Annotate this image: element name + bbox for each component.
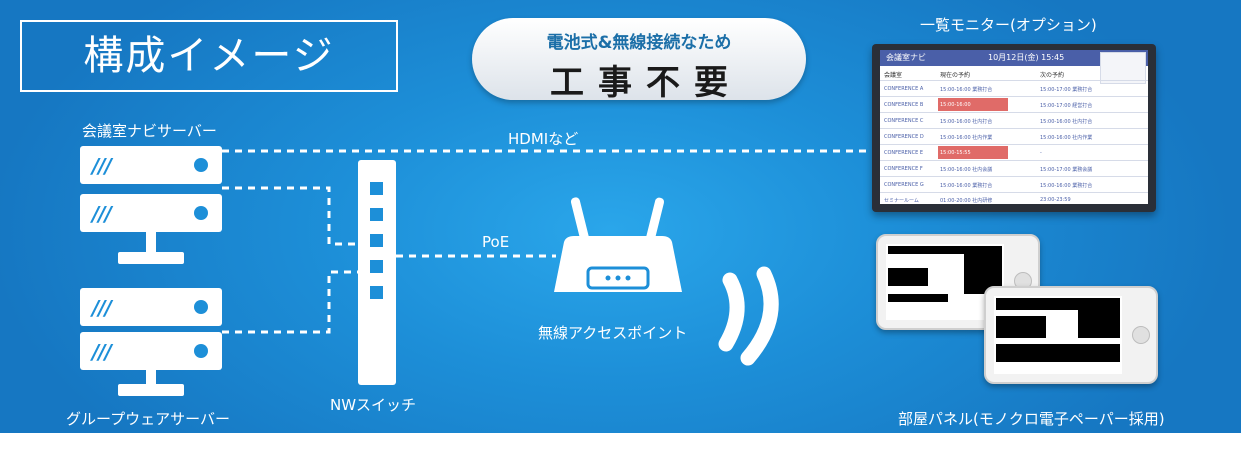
screen-row: CONFERENCE F 15:00-16:00 社内会議 15:00-17:0… [880, 160, 1148, 177]
server-vent-icon: /// [92, 340, 112, 364]
server-stand-post [146, 370, 156, 386]
groupware-server-unit-2: /// [80, 332, 222, 370]
screen-row: CONFERENCE A 15:00-16:00 業務打合 15:00-17:0… [880, 80, 1148, 97]
epaper-block [888, 268, 928, 286]
screen-row: セミナールーム 01:00-20:00 社内研修 23:00-23:59 [880, 192, 1148, 204]
column-header-current: 現在の予約 [940, 72, 971, 79]
row-current: 15:00-16:00 社内会議 [940, 167, 993, 173]
row-next: - [1040, 150, 1042, 156]
busy-cell [938, 146, 1008, 159]
row-next: 23:00-23:59 [1040, 197, 1071, 203]
nw-switch-label: NWスイッチ [330, 396, 417, 414]
server-led-icon [194, 300, 208, 314]
server-vent-icon: /// [92, 202, 112, 226]
column-header-next: 次の予約 [1040, 72, 1065, 79]
screen-date: 10月12日(金) 15:45 [988, 53, 1065, 62]
monitor-label: 一覧モニター(オプション) [920, 16, 1097, 34]
row-next: 15:00-16:00 社内打合 [1040, 119, 1093, 125]
room-panel-front [984, 286, 1158, 384]
switch-port-icon [370, 234, 383, 247]
row-next: 15:00-17:00 業務打合 [1040, 87, 1093, 93]
conference-server-unit-1: /// [80, 146, 222, 184]
row-room: CONFERENCE A [884, 86, 924, 92]
server-b-link [222, 270, 358, 334]
screen-row: CONFERENCE D 15:00-16:00 社内作業 15:00-16:0… [880, 128, 1148, 145]
server-vent-icon: /// [92, 296, 112, 320]
server-stand-base [118, 252, 184, 264]
epaper-block [996, 316, 1046, 338]
epaper-display [886, 244, 1004, 320]
row-current: 15:00-16:00 業務打合 [940, 183, 993, 189]
row-next: 15:00-17:00 業務会議 [1040, 167, 1093, 173]
server-led-icon [194, 158, 208, 172]
access-point-icon [554, 197, 682, 292]
row-room: CONFERENCE D [884, 134, 924, 140]
busy-cell [938, 98, 1008, 111]
screen-row: CONFERENCE G 15:00-16:00 業務打合 15:00-16:0… [880, 176, 1148, 193]
switch-port-icon [370, 260, 383, 273]
poe-label: PoE [482, 233, 510, 251]
screen-row: CONFERENCE B 15:00-16:00 15:00-17:00 経営打… [880, 96, 1148, 113]
row-room: CONFERENCE B [884, 102, 924, 108]
epaper-block [1078, 310, 1120, 338]
epaper-block [888, 246, 1002, 254]
page-title: 構成イメージ [20, 20, 398, 92]
screen-row: CONFERENCE C 15:00-16:00 社内打合 15:00-16:0… [880, 112, 1148, 129]
wireless-signal-icon [718, 266, 779, 366]
row-next: 15:00-17:00 経営打合 [1040, 103, 1093, 109]
server-vent-icon: /// [92, 154, 112, 178]
conference-server-unit-2: /// [80, 194, 222, 232]
room-panel-label: 部屋パネル(モノクロ電子ペーパー採用) [898, 410, 1165, 428]
no-construction-badge: 電池式&無線接続なため 工事不要 [472, 18, 806, 103]
switch-port-icon [370, 208, 383, 221]
screen-calendar-widget [1100, 52, 1146, 84]
row-room: CONFERENCE G [884, 182, 924, 188]
row-next: 15:00-16:00 業務打合 [1040, 183, 1093, 189]
screen-header: 会議室ナビ 10月12日(金) 15:45 [880, 50, 1148, 66]
server-stand-base [118, 384, 184, 396]
room-panel-back [876, 234, 1040, 330]
panel-button-icon [1132, 326, 1150, 344]
row-room: CONFERENCE C [884, 118, 924, 124]
row-current: 15:00-16:00 業務打合 [940, 87, 993, 93]
connection-lines [0, 0, 1241, 433]
row-room: CONFERENCE E [884, 150, 923, 156]
row-current: 01:00-20:00 社内研修 [940, 198, 993, 204]
nw-switch [358, 160, 396, 385]
epaper-block [996, 298, 1120, 310]
switch-port-icon [370, 286, 383, 299]
groupware-server-unit-1: /// [80, 288, 222, 326]
display-monitor: 会議室ナビ 10月12日(金) 15:45 会議室 現在の予約 次の予約 CON… [872, 44, 1156, 212]
badge-subtitle: 電池式&無線接続なため [546, 33, 732, 53]
column-header-room: 会議室 [884, 72, 903, 79]
row-room: CONFERENCE F [884, 166, 923, 172]
server-stand-post [146, 232, 156, 254]
row-current: 15:00-15:55 [940, 150, 971, 156]
access-point-label: 無線アクセスポイント [538, 324, 688, 342]
row-next: 15:00-16:00 社内作業 [1040, 135, 1093, 141]
server-led-icon [194, 206, 208, 220]
screen-row: CONFERENCE E 15:00-15:55 - [880, 144, 1148, 161]
switch-port-icon [370, 182, 383, 195]
server-led-icon [194, 344, 208, 358]
row-current: 15:00-16:00 社内作業 [940, 135, 993, 141]
hdmi-label: HDMIなど [508, 130, 579, 148]
groupware-server-label: グループウェアサーバー [66, 410, 230, 428]
diagram-canvas: 構成イメージ 電池式&無線接続なため 工事不要 会議室ナビサーバー /// //… [0, 0, 1241, 433]
epaper-block [996, 344, 1120, 362]
screen-app-name: 会議室ナビ [886, 53, 926, 62]
row-room: セミナールーム [884, 198, 919, 204]
epaper-block [888, 294, 948, 302]
conference-server-label: 会議室ナビサーバー [82, 122, 217, 140]
server-a-link [222, 186, 358, 246]
monitor-screen: 会議室ナビ 10月12日(金) 15:45 会議室 現在の予約 次の予約 CON… [880, 50, 1148, 204]
badge-main-text: 工事不要 [550, 63, 742, 103]
row-current: 15:00-16:00 [940, 102, 971, 108]
epaper-display [994, 296, 1122, 374]
row-current: 15:00-16:00 社内打合 [940, 119, 993, 125]
